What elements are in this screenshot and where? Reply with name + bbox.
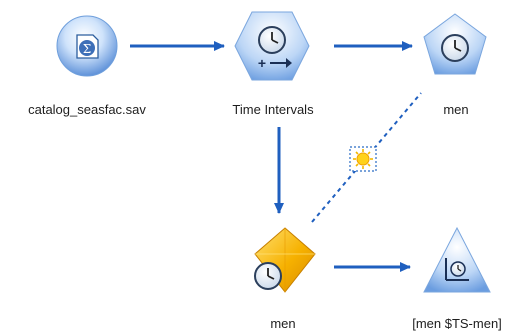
- node-label-time-intervals: Time Intervals: [232, 102, 314, 117]
- model-link-marker-icon: [349, 146, 377, 172]
- node-time-intervals[interactable]: +: [234, 11, 310, 81]
- statistics-file-icon: Σ: [76, 34, 99, 59]
- node-label-men-model: men: [443, 102, 469, 117]
- node-label-source: catalog_seasfac.sav: [28, 102, 146, 117]
- clock-icon: [258, 26, 286, 54]
- node-men-ts-graph[interactable]: [423, 226, 491, 293]
- node-label-men-graph: [men $TS-men]: [412, 316, 502, 331]
- svg-text:+: +: [258, 55, 266, 71]
- svg-text:Σ: Σ: [83, 42, 91, 56]
- node-label-men-modeler: men: [270, 316, 296, 331]
- node-catalog-seasfac-source[interactable]: Σ: [56, 15, 118, 77]
- node-men-time-series-modeler[interactable]: [254, 227, 316, 293]
- time-plot-icon: [445, 258, 469, 281]
- interval-arrow-icon: +: [258, 55, 292, 71]
- clock-icon: [441, 34, 469, 62]
- stream-links: [130, 41, 422, 272]
- clock-icon: [254, 262, 282, 290]
- node-men-model-nugget[interactable]: [423, 13, 487, 75]
